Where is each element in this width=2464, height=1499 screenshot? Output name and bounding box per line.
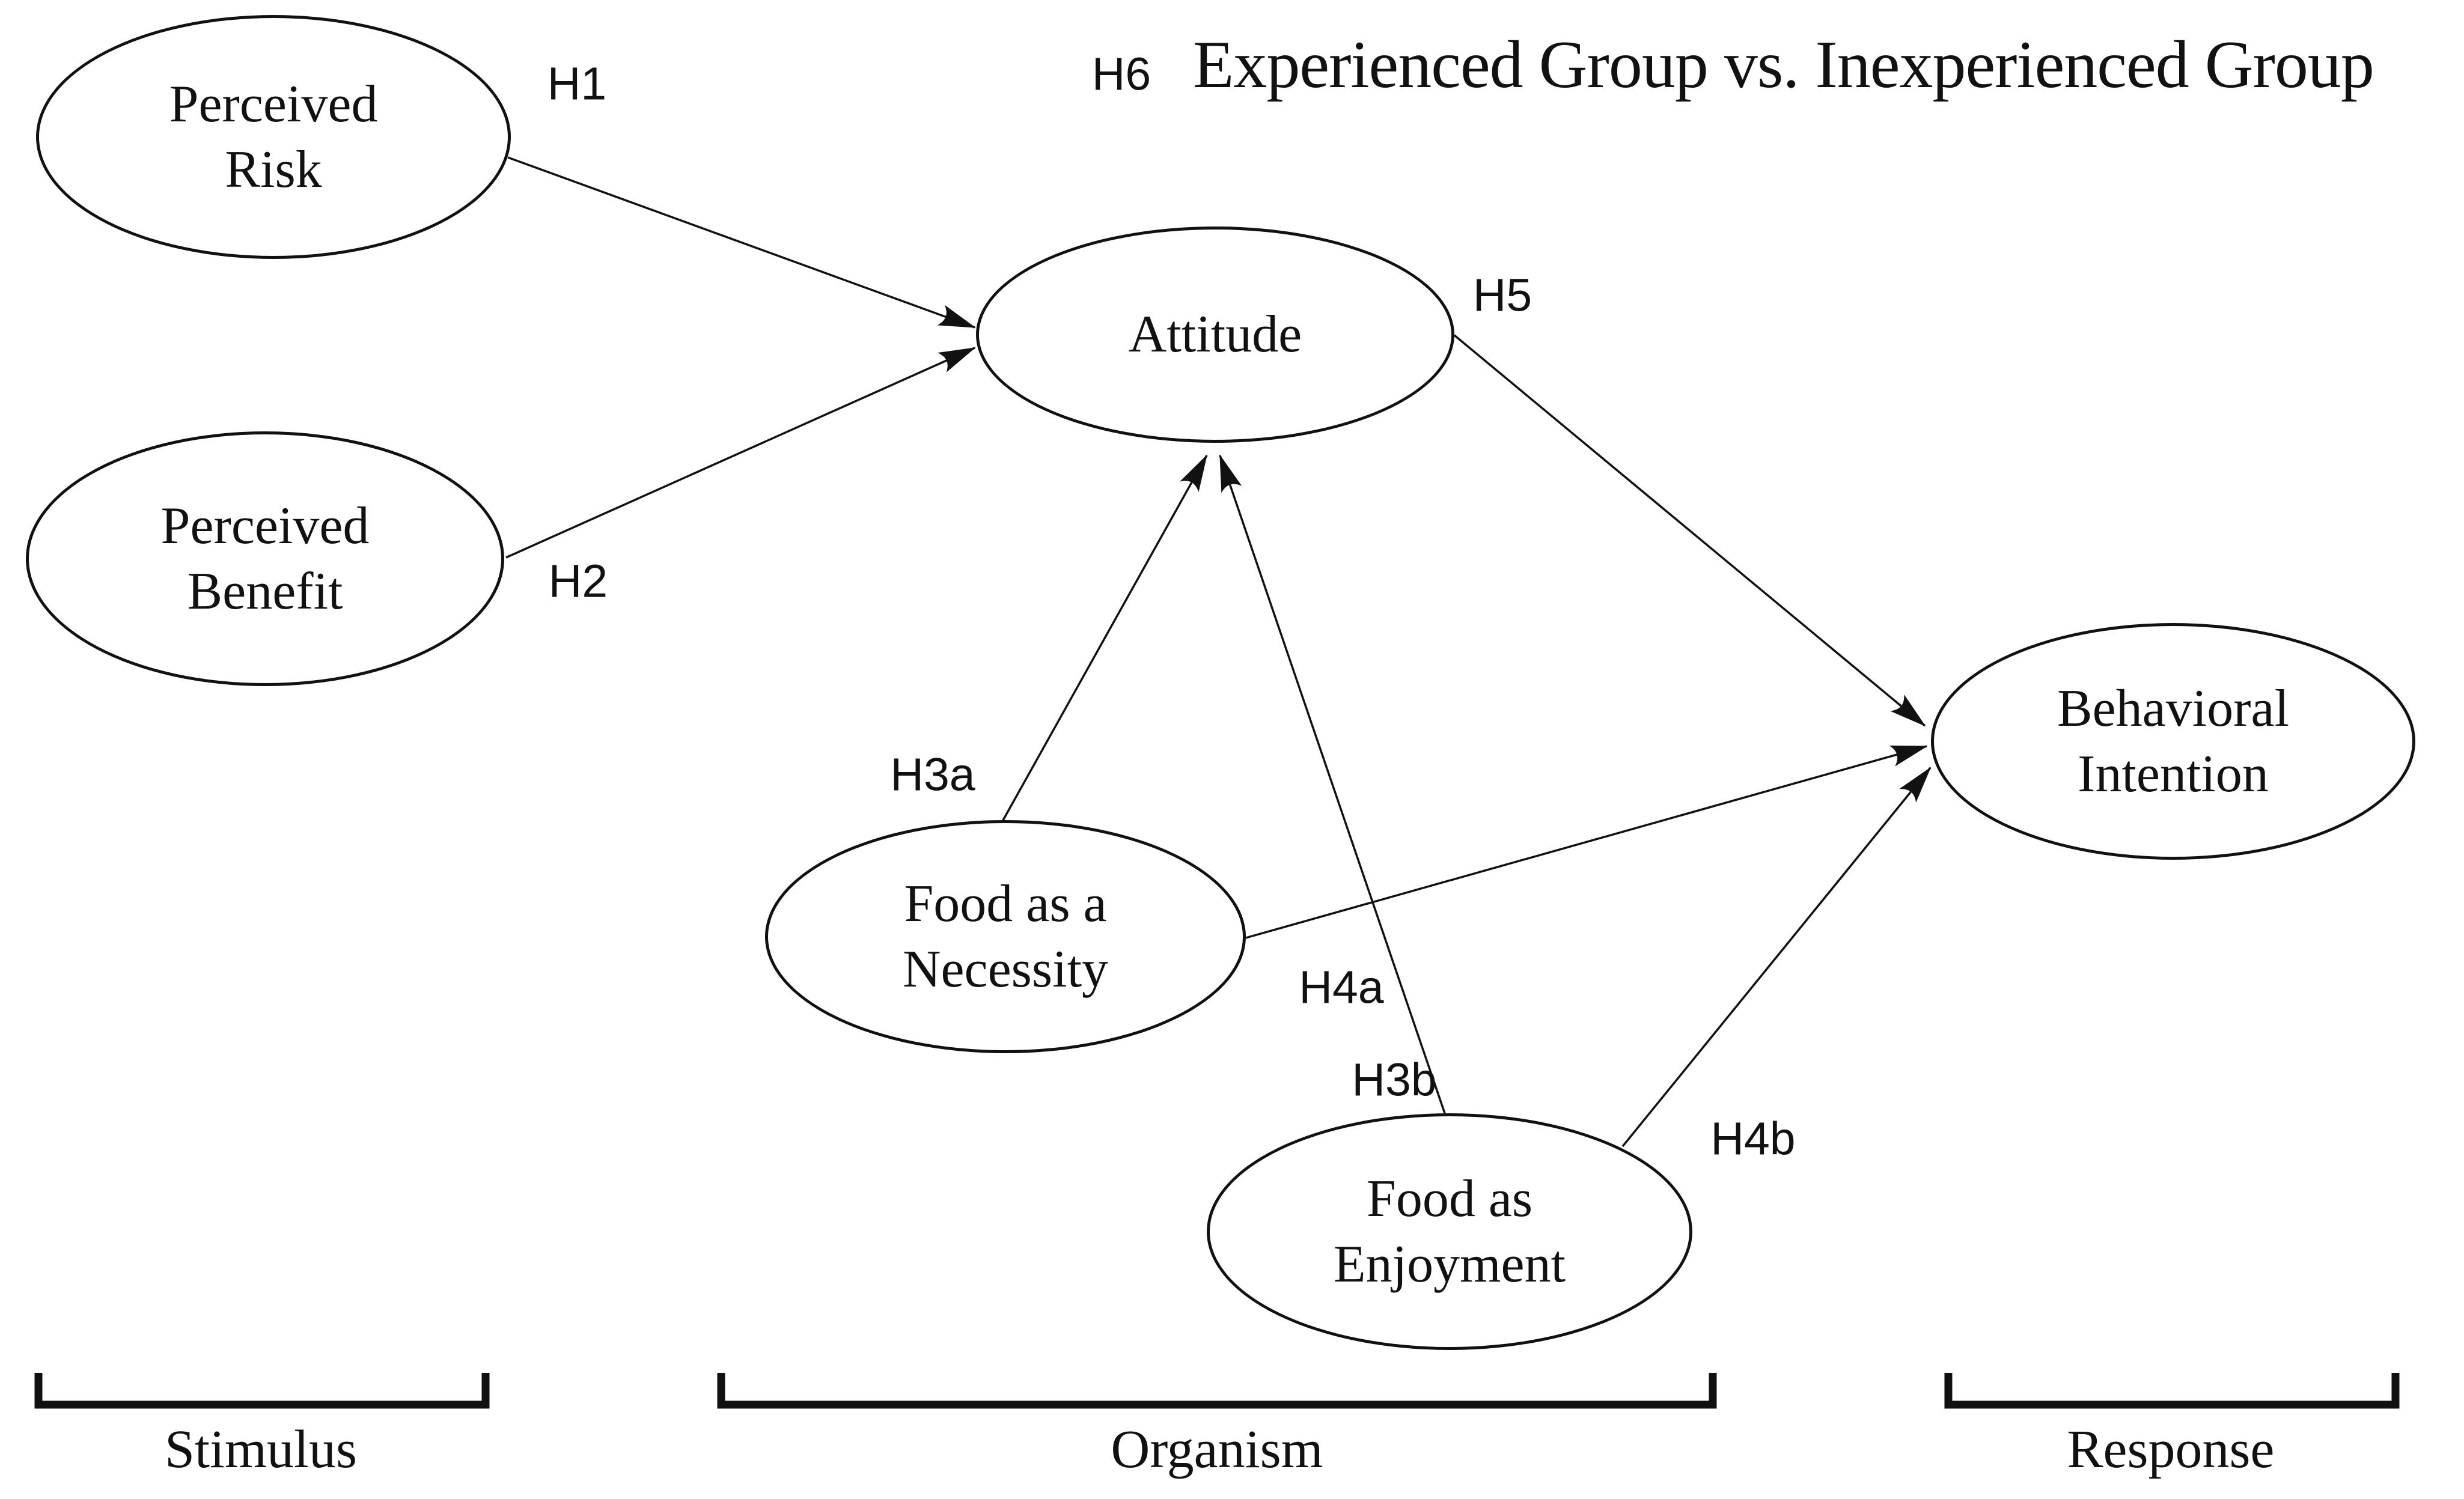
bracket-response [1944,1373,2400,1409]
diagram-title: Experienced Group vs. Inexperienced Grou… [1193,28,2374,102]
node-label-line: Food as [1366,1169,1533,1228]
h6-hypothesis-label: H6 [1091,48,1151,100]
edge-label-h2: H2 [548,555,608,607]
node-label-line: Risk [225,141,322,199]
edge-label-h4b: H4b [1710,1113,1796,1165]
node-label-line: Perceived [160,496,370,555]
edge-label-h3a: H3a [890,749,975,801]
edge-label-h1: H1 [547,58,607,110]
group-label-organism: Organism [1111,1420,1323,1479]
edge-h5-arrow [1453,334,1926,727]
node-label-line: Intention [2078,745,2269,803]
edge-h4b-arrow [1621,767,1932,1148]
node-food-enjoyment: Food as Enjoyment [1207,1113,1692,1350]
edge-h3a-arrow [1001,454,1208,822]
edge-label-h4a: H4a [1299,961,1384,1014]
node-label-line: Food as a [904,874,1107,933]
node-attitude: Attitude [976,227,1454,443]
bracket-organism [717,1373,1717,1409]
group-label-stimulus: Stimulus [164,1420,358,1479]
edge-label-h3b: H3b [1352,1054,1437,1106]
edge-h3b-arrow [1219,454,1446,1114]
node-label-line: Behavioral [2057,679,2290,738]
edge-h4a-arrow [1245,745,1928,939]
edge-label-h5: H5 [1472,269,1532,321]
edge-h1-arrow [507,156,976,329]
node-label-line: Benefit [187,562,343,621]
group-label-response: Response [2067,1420,2275,1479]
node-label-line: Necessity [902,940,1109,999]
edge-h2-arrow [505,347,976,559]
bracket-stimulus [34,1373,490,1409]
node-label-line: Attitude [1128,305,1302,364]
node-label-line: Perceived [169,74,378,133]
node-label-line: Enjoyment [1333,1235,1566,1294]
node-food-necessity: Food as a Necessity [765,820,1246,1053]
